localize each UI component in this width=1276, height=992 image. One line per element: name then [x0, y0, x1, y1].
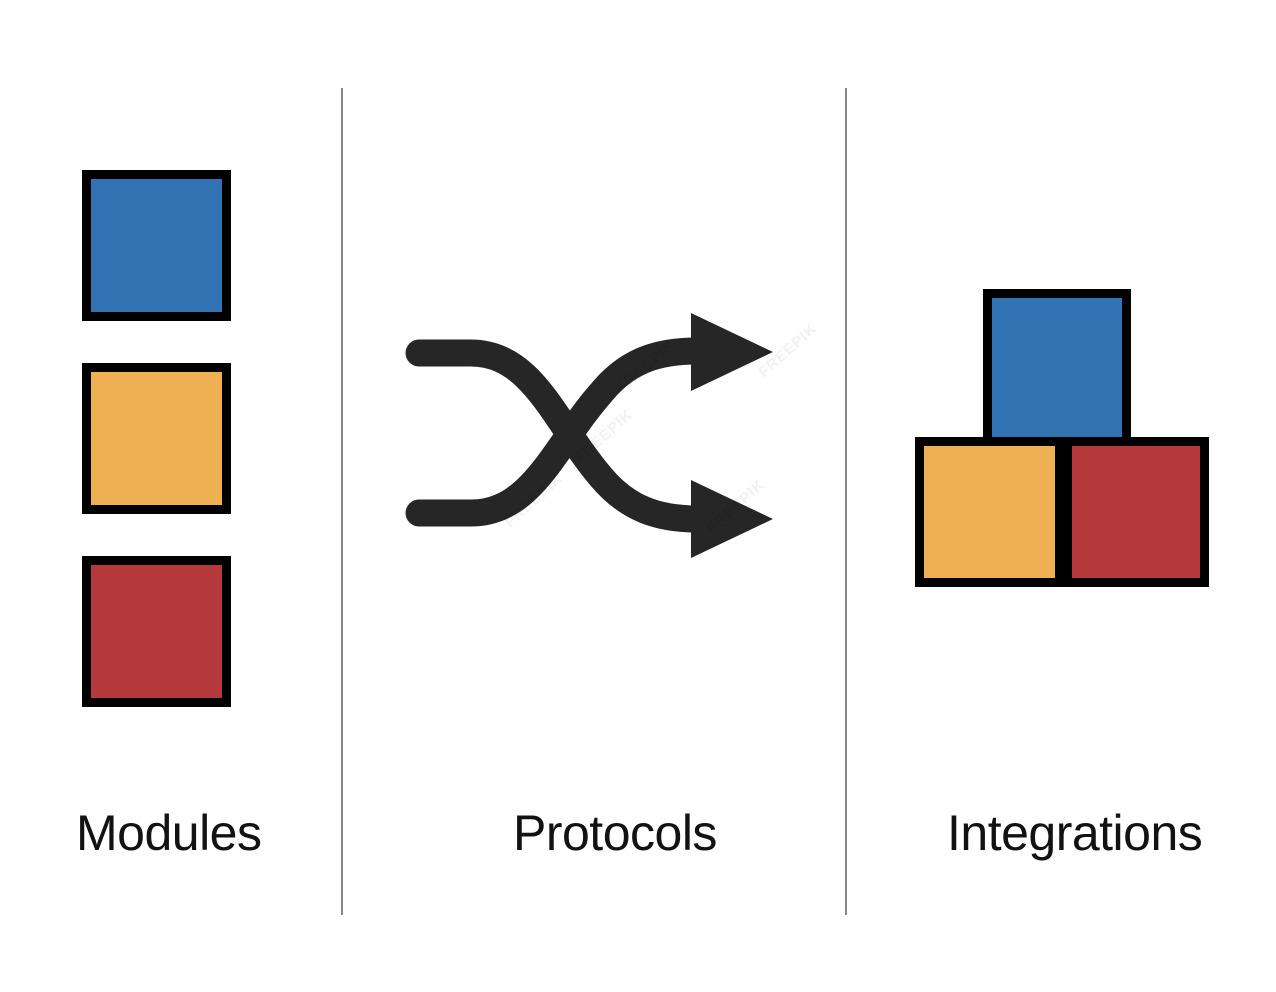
integration-block-blue: [983, 289, 1131, 446]
shuffle-cross-arrows-icon: [405, 305, 785, 570]
column-label-protocols: Protocols: [513, 805, 717, 861]
column-divider-right: [845, 88, 847, 915]
column-label-modules: Modules: [76, 805, 262, 861]
module-block-red: [82, 556, 231, 707]
integration-block-yellow: [915, 437, 1064, 587]
column-divider-left: [341, 88, 343, 915]
column-label-integrations: Integrations: [947, 805, 1203, 861]
integration-block-red: [1063, 437, 1209, 587]
module-block-blue: [82, 170, 231, 321]
module-block-yellow: [82, 363, 231, 514]
